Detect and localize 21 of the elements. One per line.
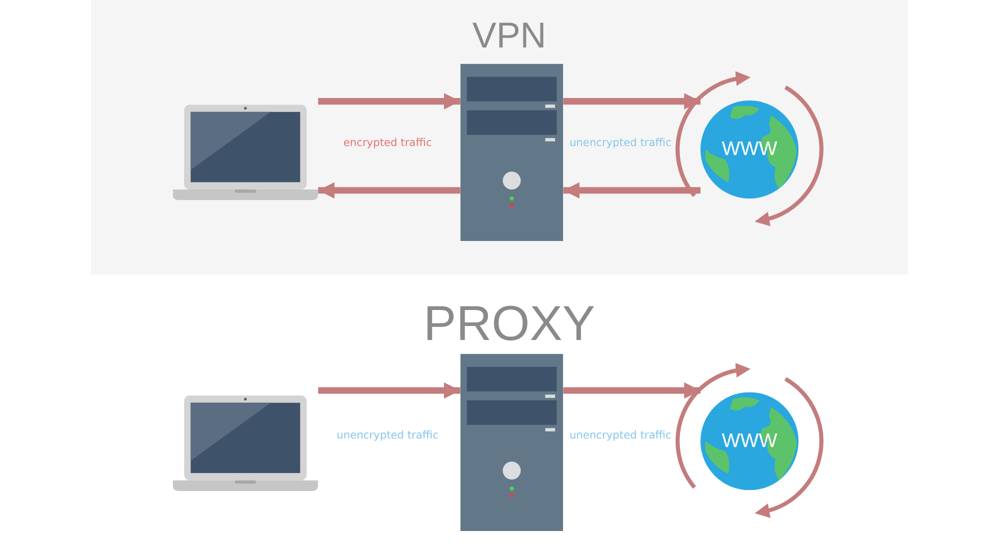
arrow xyxy=(318,382,460,399)
globe xyxy=(700,100,799,199)
edge-label: unencrypted traffic xyxy=(568,136,674,150)
globe-label: WWW xyxy=(722,138,778,161)
edge-label: unencrypted traffic xyxy=(334,428,440,442)
server-drawing xyxy=(460,354,564,532)
arrow xyxy=(318,182,460,199)
edge-label: unencrypted traffic xyxy=(568,428,674,442)
panel-title: PROXY xyxy=(424,299,596,348)
laptop-drawing xyxy=(172,395,318,492)
arrow xyxy=(563,182,700,199)
globe xyxy=(700,392,799,490)
edge-label: encrypted traffic xyxy=(342,136,434,150)
arrow xyxy=(318,93,460,110)
panel xyxy=(91,0,908,274)
arrow xyxy=(563,382,700,399)
server-drawing xyxy=(460,64,564,242)
globe-label: WWW xyxy=(722,430,778,453)
panel-title: VPN xyxy=(472,18,546,54)
laptop-drawing xyxy=(172,104,318,200)
arrow xyxy=(563,93,700,110)
